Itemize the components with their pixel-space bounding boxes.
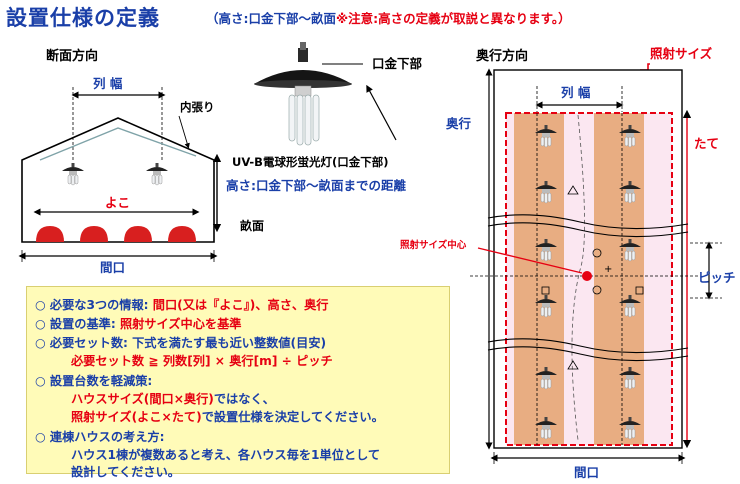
ridge (124, 226, 152, 242)
info-line-standard: ○ 設置の基準: 照射サイズ中心を基準 (35, 317, 242, 331)
height-label: 高さ:口金下部～畝面までの距離 (226, 178, 406, 193)
info-line-required-info: ○ 必要な3つの情報: 間口(又は『よこ』)、高さ、奥行 (35, 298, 329, 312)
irradiation-outline (505, 112, 673, 446)
lamp-label: UV-B電球形蛍光灯(口金下部) (232, 155, 388, 169)
lamp-icon (145, 162, 169, 186)
cross-section-diagram: 断面方向 列 幅 内張り よこ 間口 (18, 48, 218, 275)
row-stripe (594, 113, 644, 445)
center-pointer (477, 247, 583, 274)
depth-row-width-label: 列 幅 (561, 85, 591, 100)
lamp-icon (61, 162, 85, 186)
yoko-label: よこ (105, 195, 130, 210)
row-width-label: 列 幅 (93, 76, 123, 91)
subtitle-note: ※注意:高さの定義が取説と異なります。） (336, 11, 571, 26)
okuyuki-label: 奥行 (446, 116, 472, 131)
center-label: 照射サイズ中心 (400, 239, 467, 251)
depth-heading: 奥行方向 (476, 48, 528, 64)
break-line (487, 222, 689, 238)
irradiation-center-dot (582, 271, 592, 281)
row-stripe (514, 113, 564, 445)
base-label: 口金下部 (372, 56, 423, 71)
maguchi-label: 間口 (100, 260, 125, 275)
ridge (36, 226, 64, 242)
info-line-unit: ハウス1棟が複数あると考え、各ハウス毎を1単位として (71, 448, 381, 462)
ridge (168, 226, 196, 242)
pitch-label: ピッチ (698, 270, 736, 285)
inner-lining-label: 内張り (180, 100, 215, 114)
irradiation-size-label: 照射サイズ (650, 46, 713, 61)
depth-diagram: 奥行方向 照射サイズ 列 幅 奥行 たて (400, 46, 736, 480)
info-line-multi-span: ○ 連棟ハウスの考え方: (35, 430, 165, 444)
break-line (487, 338, 689, 354)
ridge (80, 226, 108, 242)
page-title: 設置仕様の定義 (6, 6, 160, 30)
info-line-irradiation-size: 照射サイズ(よこ×たて)で設置仕様を決定してください。 (71, 410, 384, 424)
info-line-set-count: ○ 必要セット数: 下式を満たす最も近い整数値(目安) (35, 336, 327, 350)
depth-maguchi-label: 間口 (574, 465, 599, 480)
une-label: 畝面 (240, 218, 264, 233)
break-line (487, 346, 689, 362)
info-line-reduction: ○ 設置台数を軽減策: (35, 374, 153, 388)
break-line (487, 214, 689, 230)
tate-label: たて (694, 136, 719, 151)
svg-text:+: + (604, 264, 612, 275)
info-line-formula: 必要セット数 ≧ 列数[列] × 奥行[m] ÷ ピッチ (71, 354, 333, 368)
lamp-pointer (366, 84, 397, 141)
info-line-design: 設計してください。 (71, 465, 180, 479)
cross-section-heading: 断面方向 (46, 48, 98, 64)
lamp-photo (254, 42, 352, 146)
page-subtitle: （高さ:口金下部～畝面※注意:高さの定義が取説と異なります。） (206, 8, 571, 27)
info-box: ○ 必要な3つの情報: 間口(又は『よこ』)、高さ、奥行 ○ 設置の基準: 照射… (26, 286, 450, 479)
subtitle-prefix: （高さ:口金下部～畝面 (206, 11, 336, 26)
inner-lining-line (39, 127, 197, 161)
info-line-house-size: ハウスサイズ(間口×奥行)ではなく、 (71, 392, 275, 406)
